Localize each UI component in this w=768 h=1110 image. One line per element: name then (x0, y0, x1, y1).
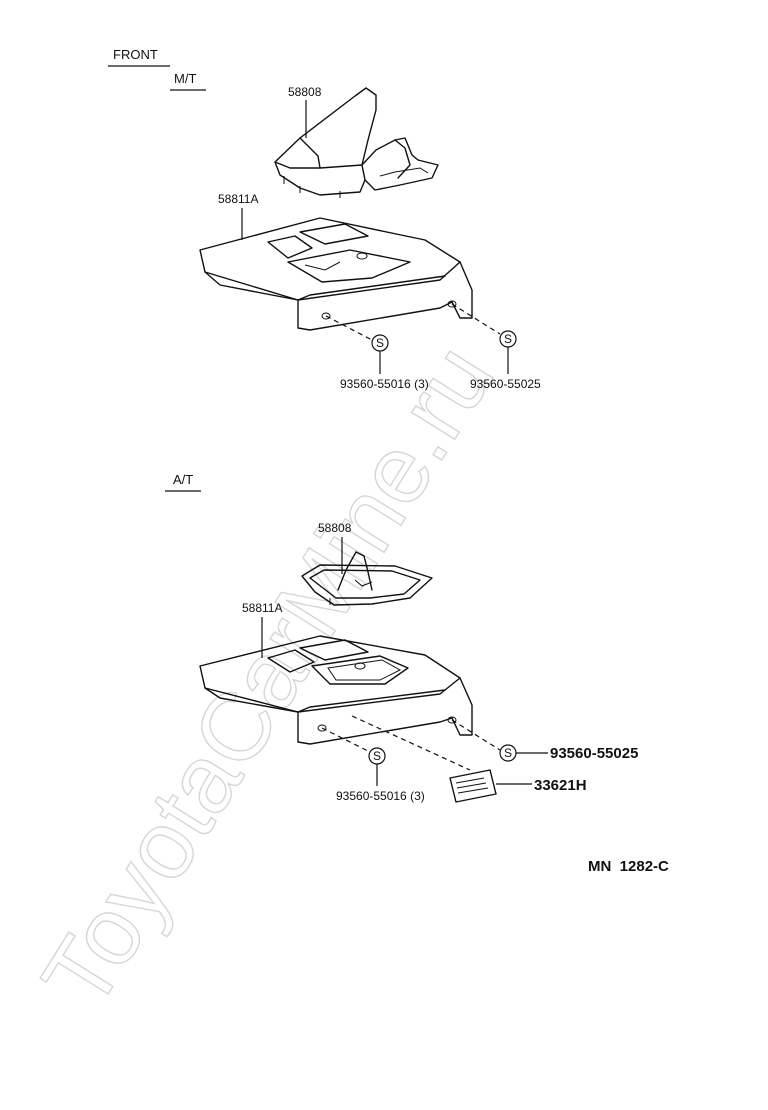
at-screw-left-s: S (373, 749, 381, 763)
mt-screw-right-dash (451, 303, 501, 335)
at-label-dash (351, 715, 471, 771)
mt-label: M/T (174, 71, 196, 86)
at-screw-right-s: S (504, 746, 512, 760)
mt-screw-right-part: 93560-55025 (470, 377, 541, 391)
at-screw-right-part: 93560-55025 (550, 745, 638, 762)
mt-console-panel (199, 217, 473, 331)
mt-screw-left-part: 93560-55016 (3) (340, 377, 429, 391)
mt-boot-part-label: 58808 (288, 85, 322, 99)
mt-console-part-label: 58811A (218, 192, 258, 206)
at-label: A/T (173, 472, 193, 487)
at-screw-left-dash (321, 727, 371, 753)
mt-screw-left-dash (325, 315, 373, 341)
diagram-code: MN 1282-C (588, 858, 669, 875)
mt-screw-left-s: S (376, 336, 384, 350)
at-shift-boot (301, 551, 433, 606)
at-console-part-label: 58811A (242, 601, 282, 615)
at-boot-part-label: 58808 (318, 521, 352, 535)
watermark-text: ToyotaCarMine.ru (22, 327, 514, 1026)
at-screw-left-part: 93560-55016 (3) (336, 789, 425, 803)
at-screw-right-dash (451, 719, 501, 751)
mt-screw-right-s: S (504, 332, 512, 346)
at-console-panel (199, 635, 473, 745)
at-label-part: 33621H (534, 777, 587, 794)
caution-label-plate (449, 769, 497, 803)
mt-shift-boot (274, 87, 439, 198)
front-label: FRONT (113, 47, 158, 62)
